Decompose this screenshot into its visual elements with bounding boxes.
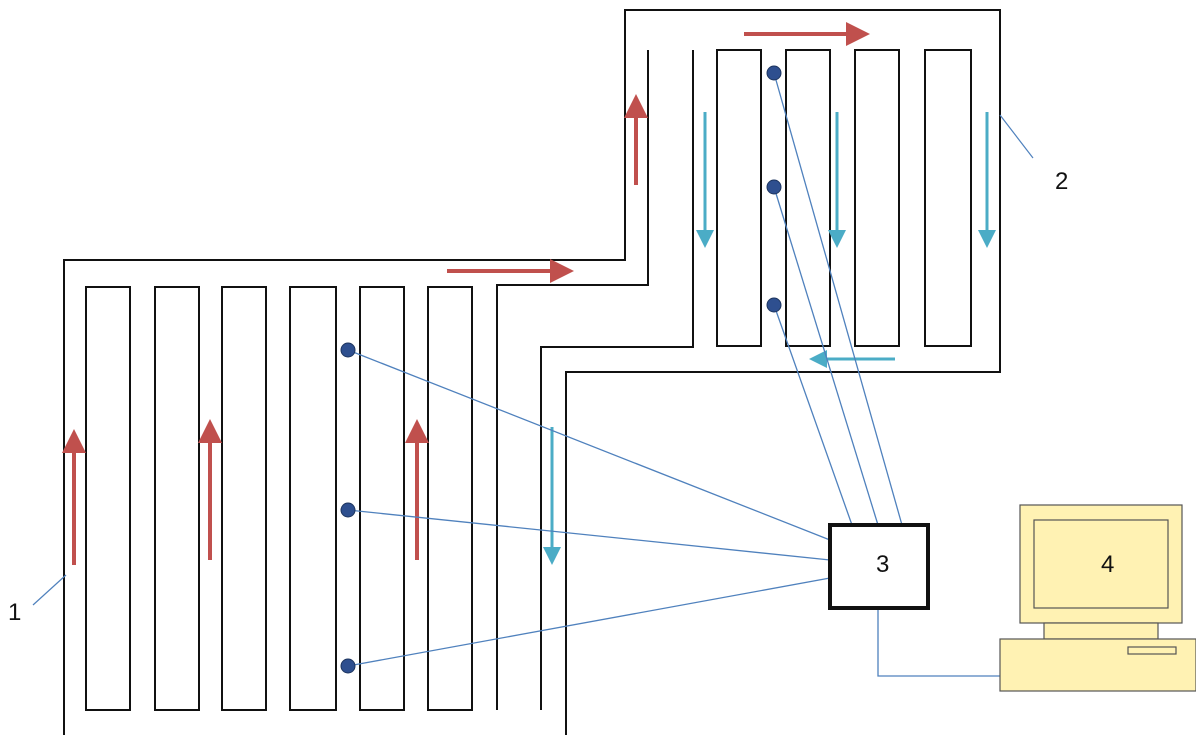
panel [154,286,200,711]
drive-slot [1127,646,1177,655]
wire [773,186,879,526]
panel [427,286,473,711]
monitor-screen [1033,519,1169,609]
sensor-dot [340,502,356,518]
sensor-dot [766,65,782,81]
callout-2-leader [999,114,1034,159]
inner-boundary-lower [540,50,694,710]
sensors [340,65,782,674]
label-3: 3 [876,551,889,578]
supply-arrows [62,22,870,565]
sensor-dot [340,658,356,674]
wire [347,509,831,561]
computer-4 [999,504,1196,692]
wire [347,577,831,667]
sensor-wires [347,72,1000,677]
inner-boundary [496,50,649,710]
sensor-dot [766,297,782,313]
return-arrows [543,112,996,565]
panel [924,49,972,347]
panel [359,286,405,711]
panel [221,286,267,711]
panel [289,286,337,711]
callout-1-leader [32,574,67,606]
wire [347,349,831,541]
label-4: 4 [1101,551,1114,578]
wire [773,72,903,526]
sensor-dot [766,179,782,195]
panel [716,49,762,347]
panel [785,49,831,347]
wire [773,304,853,526]
sensor-dot [340,342,356,358]
label-2: 2 [1055,168,1068,195]
label-1: 1 [8,599,21,626]
section-1-panels [85,286,473,711]
panel [85,286,131,711]
panel [854,49,900,347]
device-3-box [828,523,930,610]
wire-3-to-4 [877,608,1000,677]
outer-boundary [63,9,1001,735]
section-2-panels [716,49,972,347]
monitor-stand [1043,622,1159,640]
